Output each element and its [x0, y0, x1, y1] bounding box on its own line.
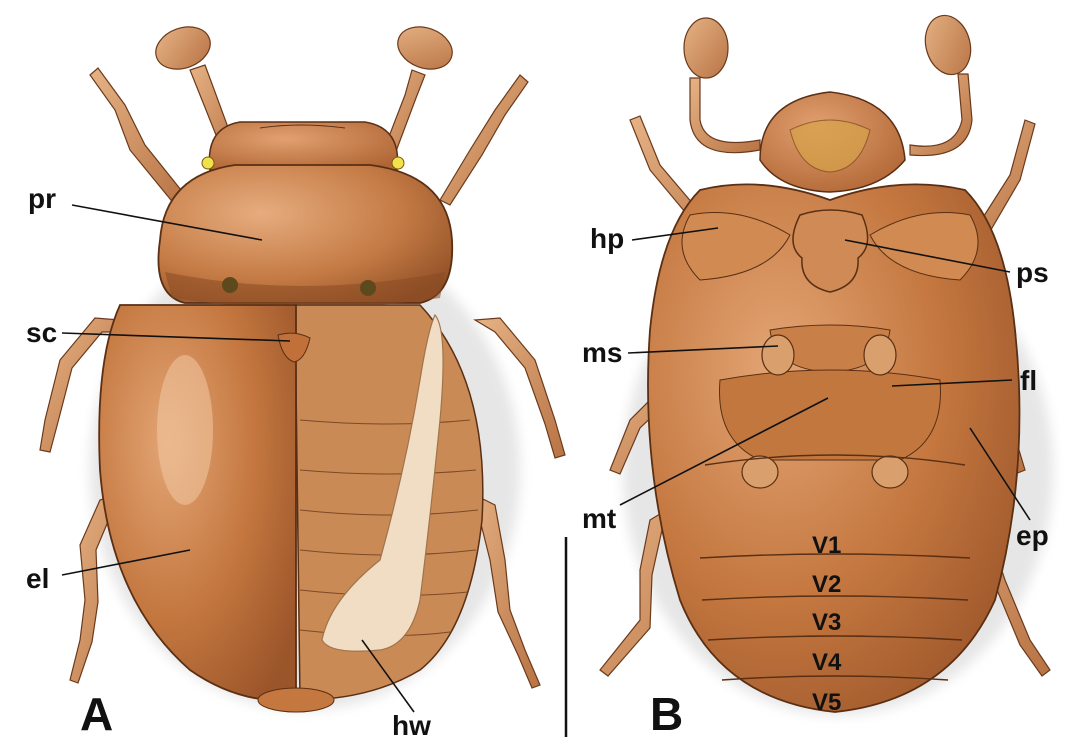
label-ms: ms	[582, 337, 622, 368]
label-pr: pr	[28, 183, 56, 214]
label-mt: mt	[582, 503, 616, 534]
dorsal-head	[209, 122, 397, 170]
label-sc: sc	[26, 317, 57, 348]
label-fl: fl	[1020, 365, 1037, 396]
metaventrite	[720, 370, 941, 460]
ventrite-v5: V5	[812, 689, 841, 716]
panel-letter-a: A	[80, 688, 113, 740]
beetle-dorsal: pr sc el hw A	[26, 20, 565, 741]
ventrite-v4: V4	[812, 649, 842, 676]
label-hw: hw	[392, 710, 431, 741]
ventrite-v2: V2	[812, 571, 841, 598]
beetle-ventral: V1 V2 V3 V4 V5 hp ps ms fl mt ep B	[582, 10, 1053, 740]
label-el: el	[26, 563, 49, 594]
eye-right	[392, 157, 404, 169]
eye-left	[202, 157, 214, 169]
label-hp: hp	[590, 223, 624, 254]
ventrite-v1: V1	[812, 532, 841, 559]
label-ep: ep	[1016, 520, 1049, 551]
label-ps: ps	[1016, 257, 1049, 288]
panel-letter-b: B	[650, 688, 683, 740]
ventrite-v3: V3	[812, 609, 841, 636]
